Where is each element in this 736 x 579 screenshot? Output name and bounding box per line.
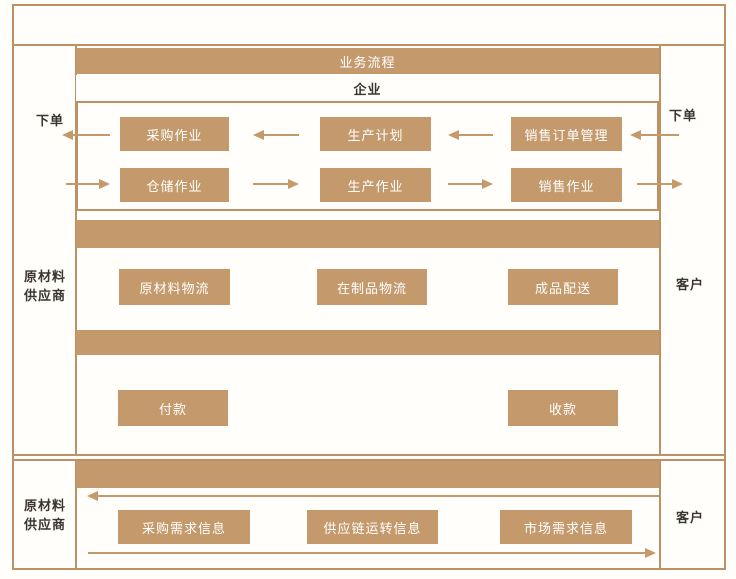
arrow-left-to-supplier	[62, 129, 110, 141]
enterprise-band: 企业	[76, 75, 659, 101]
box-production-plan-label: 生产计划	[347, 127, 404, 143]
right-column-border-mid	[659, 44, 661, 456]
box-receipt-label: 收款	[548, 401, 577, 417]
box-warehouse-ops-label: 仓储作业	[146, 178, 203, 194]
box-market-demand-info-label: 市场需求信息	[523, 520, 608, 536]
label-supplier-mid: 原材料 供应商	[16, 267, 74, 305]
arrow-plan-to-procurement	[253, 129, 299, 141]
label-customer-mid-text: 客户	[675, 276, 704, 292]
box-payment: 付款	[118, 390, 228, 426]
box-procurement-demand-info: 采购需求信息	[118, 510, 250, 544]
label-supplier-bottom-line1: 原材料	[23, 498, 66, 513]
arrow-info-flow-left	[87, 490, 659, 502]
box-sales-ops: 销售作业	[511, 168, 622, 202]
label-order-right: 下单	[663, 106, 703, 123]
box-production-plan: 生产计划	[320, 117, 431, 151]
box-sales-order-mgmt-label: 销售订单管理	[524, 127, 609, 143]
arrow-head-icon	[448, 130, 459, 140]
arrow-head-icon	[253, 130, 264, 140]
box-finished-goods-delivery: 成品配送	[508, 269, 618, 305]
box-raw-material-logistics: 原材料物流	[119, 269, 230, 305]
label-supplier-mid-line2: 供应商	[23, 288, 66, 303]
box-finished-goods-delivery-label: 成品配送	[534, 280, 591, 296]
label-supplier-bottom: 原材料 供应商	[16, 496, 74, 534]
box-procurement-demand-info-label: 采购需求信息	[141, 520, 226, 536]
box-production-ops-label: 生产作业	[347, 178, 404, 194]
box-sales-order-mgmt: 销售订单管理	[511, 117, 622, 151]
label-customer-mid: 客户	[670, 275, 710, 292]
label-order-left: 下单	[30, 111, 70, 128]
arrow-head-icon	[288, 179, 299, 189]
label-supplier-bottom-line2: 供应商	[23, 517, 66, 532]
arrow-head-icon	[87, 491, 98, 501]
arrow-head-icon	[672, 179, 683, 189]
label-supplier-mid-line1: 原材料	[23, 269, 66, 284]
payment-divider-band	[76, 330, 659, 355]
arrow-customer-to-salesorder	[630, 129, 679, 141]
box-wip-logistics: 在制品物流	[317, 269, 427, 305]
label-order-right-text: 下单	[668, 107, 697, 123]
label-order-left-text: 下单	[35, 112, 64, 128]
arrow-head-icon	[99, 179, 110, 189]
arrow-head-icon	[645, 548, 656, 558]
logistics-divider-band	[76, 220, 659, 248]
arrow-sales-to-customer	[637, 178, 683, 190]
arrow-supplier-to-warehouse	[66, 178, 110, 190]
box-supply-chain-info-label: 供应链运转信息	[323, 520, 422, 536]
top-strip-divider	[12, 44, 726, 46]
box-procurement: 采购作业	[120, 117, 229, 151]
process-title: 业务流程	[339, 54, 396, 70]
info-divider-band	[76, 461, 659, 488]
arrow-head-icon	[630, 130, 641, 140]
box-sales-ops-label: 销售作业	[538, 178, 595, 194]
box-procurement-label: 采购作业	[146, 127, 203, 143]
right-column-border-bottom	[659, 459, 661, 570]
mid-bottom-divider-lower	[12, 459, 726, 461]
arrow-warehouse-to-production	[253, 178, 299, 190]
box-wip-logistics-label: 在制品物流	[336, 280, 407, 296]
label-customer-bottom: 客户	[670, 508, 710, 525]
process-title-band: 业务流程	[76, 48, 659, 74]
arrow-head-icon	[482, 179, 493, 189]
arrow-info-flow-right	[88, 547, 656, 559]
enterprise-label: 企业	[353, 81, 382, 97]
left-column-border-bottom	[75, 459, 77, 570]
box-warehouse-ops: 仓储作业	[120, 168, 229, 202]
box-receipt: 收款	[508, 390, 618, 426]
left-column-border-mid	[75, 44, 77, 456]
arrow-production-to-sales	[448, 178, 493, 190]
arrow-head-icon	[62, 130, 73, 140]
box-payment-label: 付款	[158, 401, 187, 417]
mid-bottom-divider-upper	[12, 454, 726, 456]
box-market-demand-info: 市场需求信息	[500, 510, 632, 544]
box-raw-material-logistics-label: 原材料物流	[139, 280, 210, 296]
box-production-ops: 生产作业	[320, 168, 431, 202]
arrow-salesorder-to-plan	[448, 129, 493, 141]
box-supply-chain-info: 供应链运转信息	[307, 510, 438, 544]
label-customer-bottom-text: 客户	[675, 509, 704, 525]
outer-frame	[12, 4, 726, 570]
